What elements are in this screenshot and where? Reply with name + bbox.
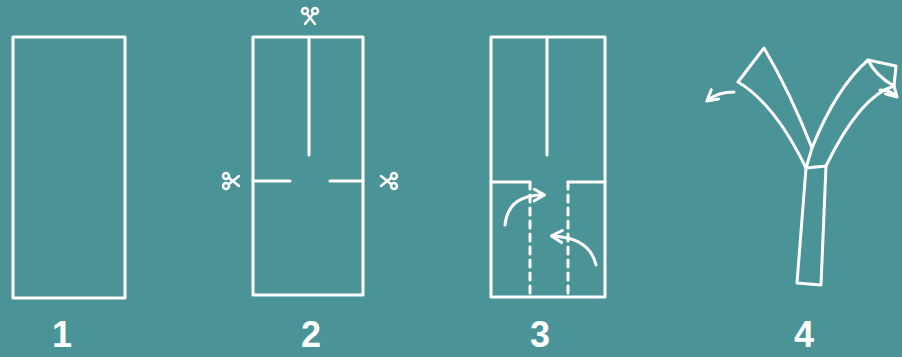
paper-sheet (13, 37, 125, 298)
step-number: 4 (794, 317, 814, 353)
step-number: 1 (52, 317, 72, 353)
paper-with-cuts (223, 8, 397, 295)
step-number: 3 (530, 317, 550, 353)
paper-helicopter (708, 48, 896, 285)
step-number: 2 (301, 317, 321, 353)
paper-with-folds (491, 37, 605, 297)
